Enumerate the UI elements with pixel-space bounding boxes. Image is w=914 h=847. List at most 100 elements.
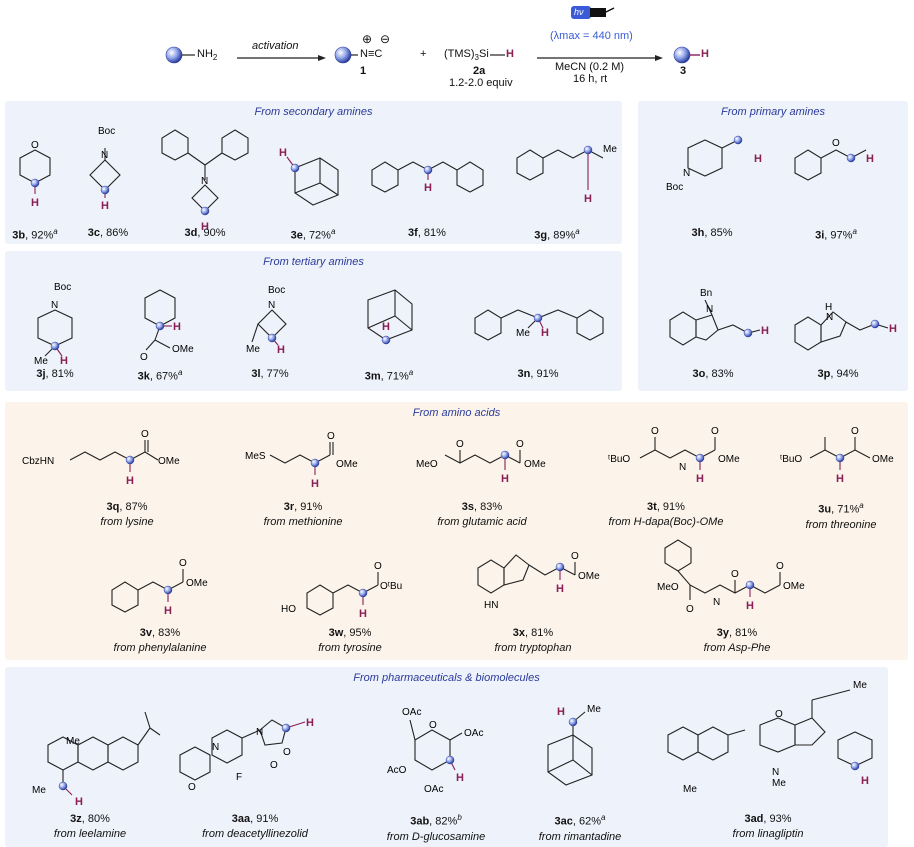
label-3e: 3e, 72%a — [290, 227, 336, 242]
atom-MeS: MeS — [245, 451, 266, 462]
atom-O: O — [31, 140, 39, 151]
atom-N-3p: N — [826, 312, 833, 323]
atom-Me-3z-a: Me — [66, 736, 80, 747]
atom-O-3v: O — [179, 558, 187, 569]
atom-N-3c: N — [101, 150, 108, 161]
atom-OMe-3q: OMe — [158, 456, 180, 467]
h-3s: H — [501, 473, 509, 485]
h-3e: H — [279, 147, 287, 159]
atom-N-3h: N — [683, 168, 690, 179]
amino-acids-panel: From amino acids — [5, 402, 908, 660]
label-3x: 3x, 81%from tryptophan — [494, 627, 572, 654]
label-3p: 3p, 94% — [817, 368, 859, 380]
atom-O-3s-b: O — [516, 439, 524, 450]
atom-O-3s-a: O — [456, 439, 464, 450]
h-3o: H — [761, 325, 769, 337]
atom-boc-3h: Boc — [666, 182, 683, 193]
atom-NH-3p: H — [825, 302, 832, 313]
atom-Me-3l: Me — [246, 344, 260, 355]
structure-3x — [477, 554, 576, 594]
atom-Bn-3o: Bn — [700, 288, 712, 299]
tertiary-amines-title: From tertiary amines — [263, 256, 364, 268]
atom-O-3y-b: O — [731, 569, 739, 580]
atom-OtBu-3w: OᵗBu — [380, 581, 402, 592]
h-3c: H — [101, 200, 109, 212]
atom-Me-3g: Me — [603, 144, 617, 155]
label-3k: 3k, 67%a — [137, 368, 183, 383]
h-3n: H — [541, 327, 549, 339]
atom-OMe-3t: OMe — [718, 454, 740, 465]
structure-3g — [516, 149, 604, 190]
tertiary-amines-panel: From tertiary amines — [5, 251, 622, 391]
atom-O-3x: O — [571, 551, 579, 562]
activation-label: activation — [252, 40, 299, 52]
atom-O-3y-a: O — [686, 604, 694, 615]
atom-HN-3x: HN — [484, 600, 498, 611]
label-3aa: 3aa, 91%from deacetyllinezolid — [202, 813, 308, 840]
atom-Me-3n: Me — [516, 328, 530, 339]
h-3q: H — [126, 475, 134, 487]
atom-AcO-3ab: AcO — [387, 765, 407, 776]
label-3g: 3g, 89%a — [534, 227, 580, 242]
atom-OAc-3ab-b: OAc — [464, 728, 483, 739]
atom-O-3i: O — [832, 138, 840, 149]
atom-OMe-3k: OMe — [172, 344, 194, 355]
h-3u: H — [836, 473, 844, 485]
h-3v: H — [164, 605, 172, 617]
label-3o: 3o, 83% — [692, 368, 734, 380]
atom-OMe-3u: OMe — [872, 454, 894, 465]
h-3i: H — [866, 153, 874, 165]
secondary-amines-panel: From secondary amines — [5, 101, 622, 244]
atom-O-3t-a: O — [651, 426, 659, 437]
label-3r: 3r, 91%from methionine — [263, 501, 343, 528]
label-3y: 3y, 81%from Asp-Phe — [703, 627, 771, 654]
atom-Me-3j: Me — [34, 356, 48, 367]
atom-O-3ad: O — [775, 709, 783, 720]
h-3d: H — [201, 221, 209, 233]
atom-HO-3w: HO — [281, 604, 296, 615]
atom-CbzHN: CbzHN — [22, 456, 54, 467]
h-3ab: H — [456, 772, 464, 784]
label-3j: 3j, 81% — [36, 368, 74, 380]
h-3w: H — [359, 608, 367, 620]
label-3m: 3m, 71%a — [364, 368, 414, 383]
atom-Me-3ac: Me — [587, 704, 601, 715]
label-3n: 3n, 91% — [517, 368, 559, 380]
structure-3y — [664, 539, 781, 600]
label-3l: 3l, 77% — [251, 368, 289, 380]
label-3q: 3q, 87%from lysine — [100, 501, 154, 528]
atom-MeO-3y: MeO — [657, 582, 679, 593]
h-3z: H — [75, 796, 83, 808]
h-3k: H — [173, 321, 181, 333]
reaction-scheme — [165, 6, 700, 64]
h-3r: H — [311, 478, 319, 490]
structure-3i — [794, 149, 867, 181]
atom-O-3k: O — [140, 352, 148, 363]
label-3t: 3t, 91%from H-dapa(Boc)-OMe — [608, 501, 724, 528]
structure-3ad — [667, 689, 873, 767]
atom-OAc-3ab-c: OAc — [424, 784, 443, 795]
label-3b: 3b, 92%a — [12, 227, 58, 242]
h-3ac: H — [557, 706, 565, 718]
atom-OMe-3v: OMe — [186, 578, 208, 589]
atom-tBuO-3u: ᵗBuO — [780, 454, 802, 465]
h-3y: H — [746, 600, 754, 612]
atom-tBuO-3t: ᵗBuO — [608, 454, 630, 465]
h-3x: H — [556, 583, 564, 595]
h-3aa: H — [306, 717, 314, 729]
h-3m: H — [382, 321, 390, 333]
structure-3ac — [547, 711, 593, 786]
pharma-title: From pharmaceuticals & biomolecules — [353, 672, 540, 684]
atom-O-3aa-morph: O — [188, 782, 196, 793]
atom-Me-3ad-a: Me — [683, 784, 697, 795]
atom-N-3o: N — [706, 304, 713, 315]
atom-N-3l: N — [268, 300, 275, 311]
atom-O-3r: O — [327, 431, 335, 442]
product-h: H — [701, 48, 709, 60]
atom-O-3ab: O — [429, 720, 437, 731]
silane-h: H — [506, 48, 514, 60]
atom-N-3t: N — [679, 462, 686, 473]
atom-O-3aa-co: O — [270, 760, 278, 771]
